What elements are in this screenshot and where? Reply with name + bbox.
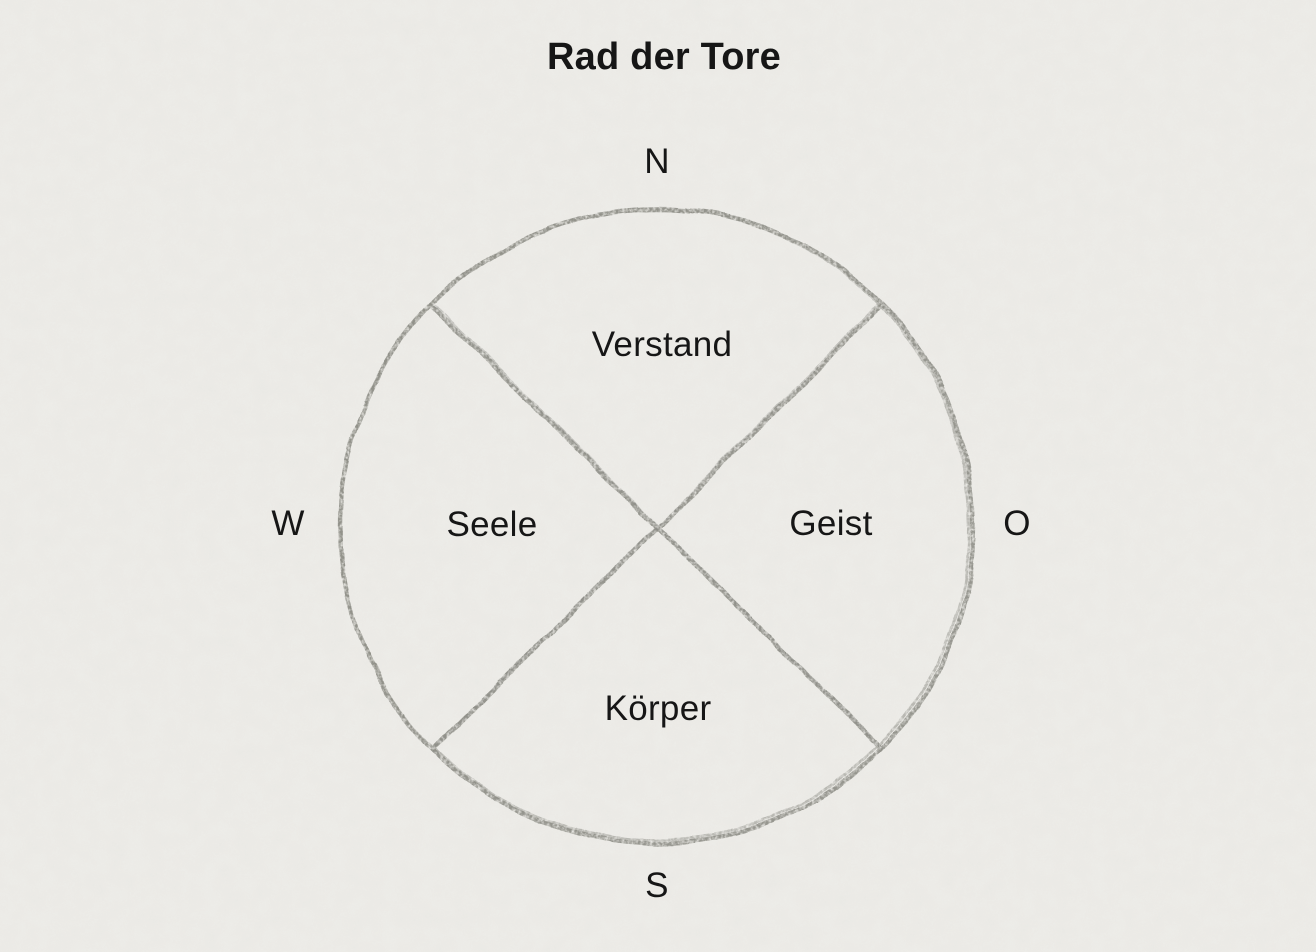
quadrant-label-geist: Geist [789,503,873,543]
quadrant-label-koerper: Körper [604,688,712,728]
direction-label-north: N [644,141,670,181]
direction-label-south: S [645,865,669,905]
quadrant-label-verstand: Verstand [591,324,733,364]
direction-label-east: O [1003,503,1031,543]
direction-label-west: W [271,503,305,543]
quadrant-label-seele: Seele [446,504,538,544]
cross-line-ne-sw-second-pass [433,303,880,750]
diagram-title: Rad der Tore [547,36,781,79]
wheel-circle-second-pass [338,208,972,841]
wheel-sketch-group [337,206,977,846]
